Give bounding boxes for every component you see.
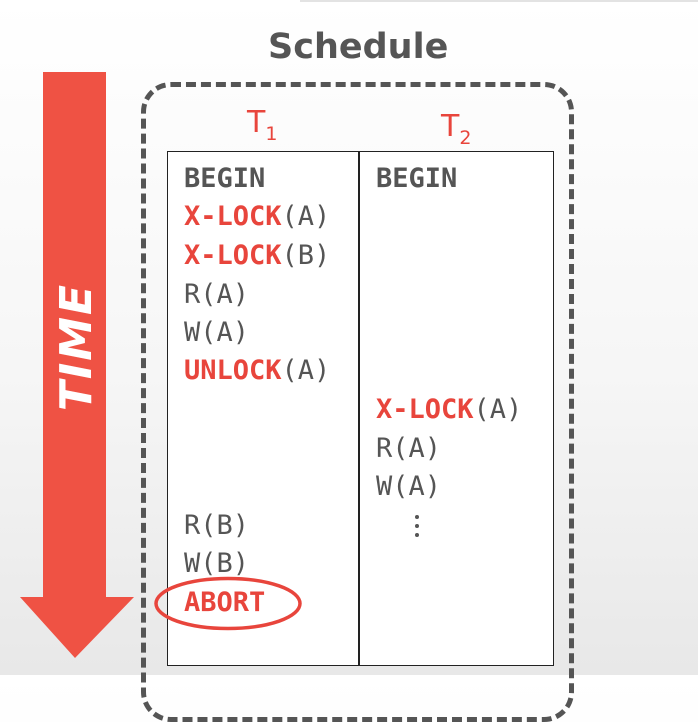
schedule-title: Schedule: [268, 27, 449, 67]
t1-op-unlock-a-arg: (A): [281, 355, 331, 386]
t1-op-unlock-a: UNLOCK(A): [184, 356, 330, 386]
time-arrow-icon: [20, 72, 134, 658]
t1-op-write-b: W(B): [184, 549, 249, 579]
t1-op-write-a-arg: W(A): [184, 317, 250, 348]
t1-op-unlock-a-keyword: UNLOCK: [184, 355, 282, 386]
t1-op-xlock-a-keyword: X-LOCK: [184, 201, 282, 232]
t2-op-xlock-a-arg: (A): [473, 394, 523, 425]
t1-op-xlock-b-arg: (B): [281, 240, 331, 271]
t1-op-xlock-a: X-LOCK(A): [184, 202, 330, 232]
top-divider-line: [300, 0, 698, 2]
time-label: TIME: [51, 282, 102, 412]
t2-op-begin-keyword: BEGIN: [376, 163, 458, 194]
txn-header-t2-subscript: 2: [459, 127, 472, 149]
txn-header-t1-letter: T: [247, 105, 266, 140]
abort-highlight-ellipse: [154, 576, 302, 631]
t1-op-read-a: R(A): [184, 280, 249, 310]
txn-header-t2: T2: [441, 112, 471, 148]
t1-op-begin-keyword: BEGIN: [184, 163, 266, 194]
txn-header-t2-letter: T: [441, 109, 460, 144]
t1-op-read-b: R(B): [184, 511, 249, 541]
t1-op-read-b-arg: R(B): [184, 510, 250, 541]
t1-op-xlock-b: X-LOCK(B): [184, 241, 330, 271]
t2-op-read-a-arg: R(A): [376, 433, 442, 464]
t1-op-abort-keyword: ABORT: [184, 587, 266, 618]
t1-op-read-a-arg: R(A): [184, 279, 250, 310]
t1-op-xlock-b-keyword: X-LOCK: [184, 240, 282, 271]
t1-op-xlock-a-arg: (A): [281, 201, 331, 232]
t2-op-begin: BEGIN: [376, 164, 457, 194]
t1-op-write-a: W(A): [184, 318, 249, 348]
vertical-ellipsis-icon: [415, 515, 419, 537]
t2-op-xlock-a-keyword: X-LOCK: [376, 394, 474, 425]
t2-op-write-a: W(A): [376, 472, 441, 502]
t1-op-write-b-arg: W(B): [184, 548, 250, 579]
t1-op-begin: BEGIN: [184, 164, 265, 194]
txn-header-t1: T1: [247, 108, 277, 144]
t2-op-read-a: R(A): [376, 434, 441, 464]
t2-op-xlock-a: X-LOCK(A): [376, 395, 522, 425]
t1-op-abort: ABORT: [184, 588, 265, 618]
txn-header-t1-subscript: 1: [265, 123, 278, 145]
column-divider: [358, 151, 360, 666]
t2-op-write-a-arg: W(A): [376, 471, 442, 502]
